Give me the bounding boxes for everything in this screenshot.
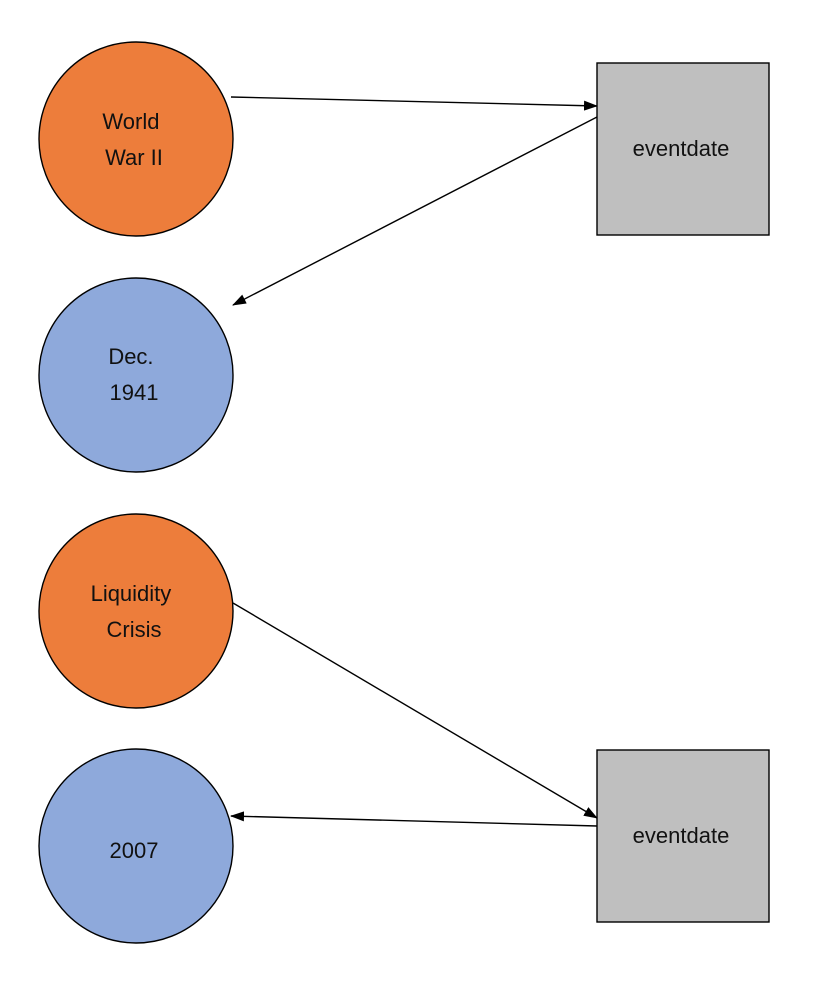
edge-eventdate-to-dec1941 [232,116,598,306]
relation-eventdate-top: eventdate [596,62,770,236]
relation-eventdate-top-label: eventdate [633,136,730,161]
node-dec-1941: Dec. 1941 [38,277,234,473]
relation-eventdate-bottom: eventdate [596,749,770,923]
node-liquidity-crisis-label: Liquidity Crisis [91,581,178,642]
edge-liquidity-to-eventdate [232,602,598,819]
node-dec-1941-label: Dec. 1941 [108,344,159,405]
node-world-war-ii: World War II [38,41,234,237]
edge-ww2-to-eventdate [230,96,598,111]
node-2007-label: 2007 [110,838,159,863]
node-liquidity-crisis: Liquidity Crisis [38,513,234,709]
relation-eventdate-bottom-label: eventdate [633,823,730,848]
edge-eventdate-to-2007 [230,811,598,827]
node-world-war-ii-label: World War II [102,109,165,170]
edges [230,96,598,827]
node-2007: 2007 [38,748,234,944]
